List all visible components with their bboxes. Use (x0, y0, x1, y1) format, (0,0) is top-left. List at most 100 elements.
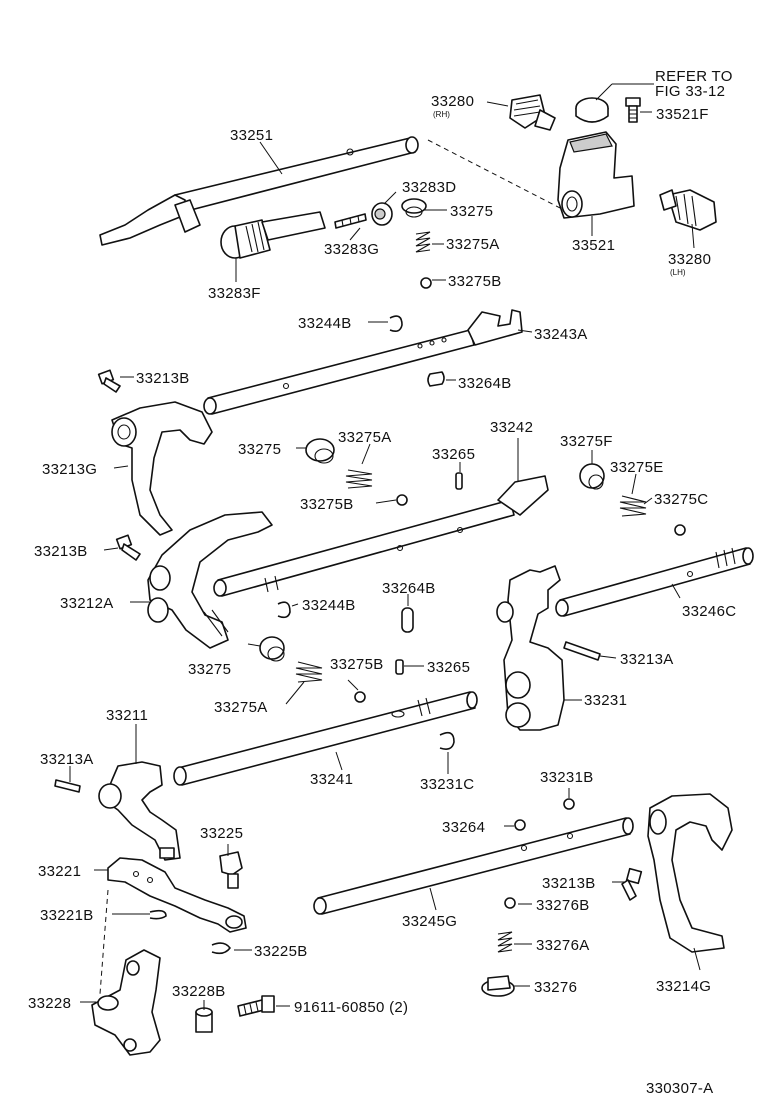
label-33221: 33221 (38, 863, 81, 880)
label-33241: 33241 (310, 771, 353, 788)
label-33276a: 33276A (536, 937, 590, 954)
label-33213b-top: 33213B (136, 370, 190, 387)
housing-33521 (557, 131, 635, 219)
lever-33221 (107, 857, 247, 933)
plug-33275-mid (305, 438, 335, 464)
plug-33275f (579, 463, 605, 490)
label-33275a-mid: 33275A (338, 429, 392, 446)
spring-33275e (619, 495, 647, 517)
label-33213g: 33213G (42, 461, 97, 478)
label-33228b: 33228B (172, 983, 226, 1000)
ball-33276b (504, 897, 516, 909)
ball-33264 (514, 819, 526, 831)
plug-33280-lh (659, 189, 717, 231)
clip-33225b (211, 942, 231, 955)
label-33225: 33225 (200, 825, 243, 842)
label-33521: 33521 (572, 237, 615, 254)
ref-note-line2: FIG 33-12 (655, 83, 725, 100)
label-33276: 33276 (534, 979, 577, 996)
spring-33275a-mid (345, 469, 373, 489)
ball-33275c (674, 524, 686, 536)
pin-33213a-left (54, 779, 81, 793)
label-33275c: 33275C (654, 491, 708, 508)
lever-33228 (91, 949, 161, 1056)
shift-rod-33243a (203, 309, 523, 415)
cap-refer-fig (575, 97, 609, 123)
pin-33225 (219, 851, 243, 889)
head-33231 (496, 565, 565, 731)
label-33264: 33264 (442, 819, 485, 836)
label-rh: (RH) (433, 110, 450, 119)
label-33221b: 33221B (40, 907, 94, 924)
bushing-33228b (195, 1007, 213, 1033)
label-lh: (LH) (670, 268, 686, 277)
pin-33213a-right (563, 641, 601, 661)
label-33275-low: 33275 (188, 661, 231, 678)
plug-33276 (481, 975, 515, 997)
sleeve-33283d (371, 202, 393, 226)
label-91611: 91611-60850 (2) (294, 999, 408, 1016)
ball-33231b (563, 798, 575, 810)
label-33275-mid: 33275 (238, 441, 281, 458)
ball-33275b-top (420, 277, 432, 289)
spring-33275a-top (415, 231, 431, 253)
label-33275b-mid: 33275B (300, 496, 354, 513)
label-33213a-left: 33213A (40, 751, 94, 768)
ball-33275b-mid (396, 494, 408, 506)
spring-33276a (497, 931, 513, 953)
label-33275e: 33275E (610, 459, 664, 476)
plug-33275-low (259, 636, 285, 662)
pin-33283g (334, 213, 367, 229)
clip-33244b-top (389, 315, 403, 332)
clip-33244b-mid (277, 601, 291, 619)
figure-code: 330307-A (646, 1080, 713, 1097)
shift-rod-33246c (555, 547, 754, 617)
fork-33213g (111, 401, 213, 536)
label-33213a-right: 33213A (620, 651, 674, 668)
label-33283g: 33283G (324, 241, 379, 258)
shift-rod-33245g (313, 817, 634, 915)
leader-lines (69, 83, 701, 1010)
label-33275a-low: 33275A (214, 699, 268, 716)
label-33243a: 33243A (534, 326, 588, 343)
label-33212a: 33212A (60, 595, 114, 612)
pin-33265-top (455, 472, 463, 490)
pin-33265-low (395, 659, 404, 675)
label-33275f: 33275F (560, 433, 613, 450)
label-33245g: 33245G (402, 913, 457, 930)
label-33231b: 33231B (540, 769, 594, 786)
pin-33264b-mid (401, 607, 414, 633)
label-33246c: 33246C (682, 603, 736, 620)
label-33214g: 33214G (656, 978, 711, 995)
fork-33212a (147, 511, 273, 649)
label-33225b: 33225B (254, 943, 308, 960)
ball-33275b-low (354, 691, 366, 703)
spring-33275a-low (295, 661, 323, 683)
label-33283d: 33283D (402, 179, 456, 196)
label-33244b-top: 33244B (298, 315, 352, 332)
screw-33213b-top (97, 369, 121, 393)
lever-33211 (98, 761, 181, 861)
shift-rod-33241 (173, 691, 478, 786)
label-33228: 33228 (28, 995, 71, 1012)
label-33265-top: 33265 (432, 446, 475, 463)
label-33264b-mid: 33264B (382, 580, 436, 597)
label-33213b-low: 33213B (542, 875, 596, 892)
clip-33231c (439, 731, 455, 750)
ref-note-line1: REFER TO (655, 68, 733, 85)
label-33251: 33251 (230, 127, 273, 144)
label-33275-top: 33275 (450, 203, 493, 220)
plunger-33283f (220, 211, 326, 259)
label-33275a-top: 33275A (446, 236, 500, 253)
screw-33213b-mid (115, 534, 141, 561)
bolt-33521f (625, 97, 641, 123)
label-33280-lh: 33280 (668, 251, 711, 268)
label-33244b-mid: 33244B (302, 597, 356, 614)
label-33283f: 33283F (208, 285, 261, 302)
label-33265-low: 33265 (427, 659, 470, 676)
bolt-91611 (237, 995, 275, 1017)
shift-rod-33242 (213, 475, 549, 597)
screw-33213b-low (621, 867, 643, 901)
plug-33275-top (401, 198, 427, 218)
fork-33214g (647, 793, 733, 953)
